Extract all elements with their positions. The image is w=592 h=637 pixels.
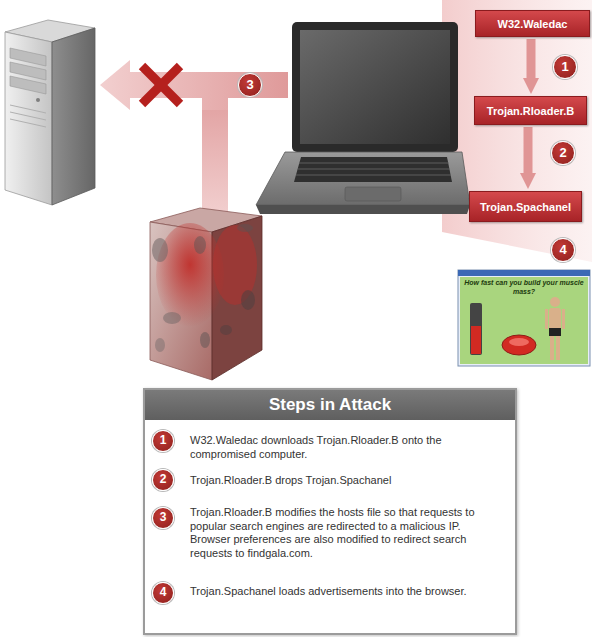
laptop <box>292 22 458 152</box>
callout-number: 3 <box>152 507 174 529</box>
laptop <box>256 152 470 205</box>
server-tower <box>10 105 46 113</box>
infected-server <box>194 236 206 254</box>
malware-box: W32.Waledac <box>475 10 590 37</box>
callout-number: 1 <box>152 430 174 452</box>
browser-screenshot <box>502 335 536 355</box>
step-text: Trojan.Spachanel loads advertisements in… <box>190 585 490 599</box>
browser-screenshot <box>549 328 561 336</box>
server-tower <box>5 32 52 205</box>
infected-server <box>200 332 210 348</box>
infected-server <box>220 325 232 335</box>
blocked-mark <box>142 66 180 104</box>
browser-screenshot <box>550 297 560 307</box>
malware-box: Trojan.Spachanel <box>469 191 582 222</box>
callout-number: 4 <box>152 582 174 604</box>
server-tower <box>10 119 46 127</box>
infected-server <box>152 238 168 262</box>
infected-server <box>155 338 165 352</box>
box-label: Trojan.Spachanel <box>480 200 571 214</box>
blocked-mark <box>142 66 180 104</box>
browser-screenshot <box>458 270 590 366</box>
infected-server <box>237 224 253 232</box>
browser-screenshot <box>471 326 481 354</box>
flow-arrow <box>527 39 536 78</box>
panel-heading: Steps in Attack <box>145 390 515 420</box>
box-label: W32.Waledac <box>498 17 568 31</box>
infected-server <box>241 290 255 310</box>
laptop <box>300 30 450 144</box>
infected-server <box>150 208 262 380</box>
browser-screenshot <box>550 336 554 360</box>
browser-screenshot <box>458 270 590 366</box>
browser-screenshot <box>458 270 590 276</box>
server-tower <box>52 28 95 205</box>
server-tower <box>5 20 95 205</box>
callout-number: 2 <box>152 469 174 491</box>
ad-headline: How fast can you build your muscle mass? <box>462 279 586 296</box>
server-tower <box>10 76 46 94</box>
highlight-band <box>442 0 592 262</box>
blocked-mark <box>142 66 180 104</box>
callout-number: 4 <box>551 238 575 262</box>
browser-screenshot <box>549 308 561 330</box>
laptop <box>345 187 401 201</box>
laptop <box>256 205 470 214</box>
server-tower <box>36 98 40 102</box>
flow-arrow <box>524 127 533 173</box>
browser-screenshot <box>562 309 565 329</box>
callout-number: 2 <box>551 141 575 165</box>
server-tower <box>10 112 46 120</box>
step-text: Trojan.Rloader.B drops Trojan.Spachanel <box>190 474 490 488</box>
callout-number: 1 <box>553 55 577 79</box>
laptop <box>256 22 470 214</box>
browser-screenshot <box>545 309 548 329</box>
step-text: W32.Waledac downloads Trojan.Rloader.B o… <box>190 434 490 461</box>
infected-server <box>163 312 181 324</box>
browser-screenshot <box>460 277 588 364</box>
browser-screenshot <box>509 338 529 346</box>
malware-box: Trojan.Rloader.B <box>474 96 587 125</box>
callout-number: 3 <box>238 73 262 97</box>
browser-screenshot <box>470 303 482 355</box>
laptop <box>298 169 450 170</box>
laptop <box>294 157 452 182</box>
laptop <box>296 175 451 176</box>
laptop <box>299 163 449 164</box>
box-label: Trojan.Rloader.B <box>487 104 574 118</box>
step-text: Trojan.Rloader.B modifies the hosts file… <box>190 506 490 560</box>
browser-screenshot <box>556 336 560 360</box>
